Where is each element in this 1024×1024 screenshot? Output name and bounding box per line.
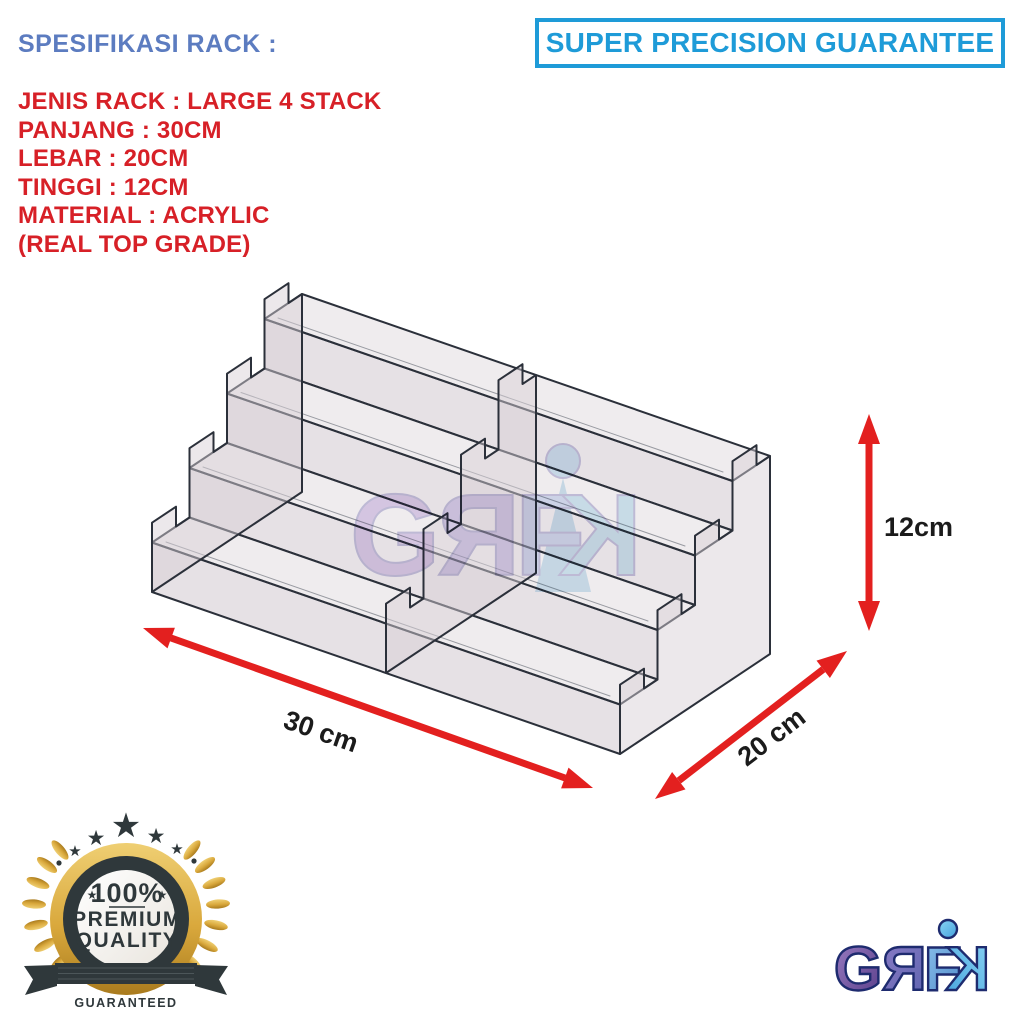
logo-letter-f: F bbox=[924, 935, 962, 1004]
right-side-panel bbox=[619, 444, 771, 755]
premium-quality-badge: ★ ★ ★ ★ ★ ★ 100% bbox=[22, 807, 230, 1010]
badge-inner-circle bbox=[77, 870, 175, 968]
spec-list: JENIS RACK : LARGE 4 STACK PANJANG : 30C… bbox=[18, 88, 381, 259]
star-icon: ★ bbox=[87, 827, 106, 850]
height-label: 12cm bbox=[884, 512, 953, 542]
star-icon: ★ bbox=[147, 825, 166, 848]
depth-arrowhead-bottom bbox=[655, 772, 686, 799]
ribbon-tail-left bbox=[24, 965, 57, 995]
watermark-logo: G Я F K bbox=[349, 443, 643, 601]
depth-arrowhead-top bbox=[816, 651, 847, 678]
laurel-left-branch bbox=[22, 840, 69, 973]
watermark-letter-r: Я bbox=[437, 470, 520, 600]
logo-i-dot bbox=[937, 918, 959, 940]
star-icon: ★ bbox=[111, 807, 141, 845]
watermark-person-head-dot bbox=[545, 443, 581, 479]
left-side-panel bbox=[151, 282, 303, 593]
star-dot bbox=[56, 860, 62, 866]
badge-guaranteed: GUARANTEED bbox=[74, 996, 177, 1010]
depth-arrow-shaft bbox=[676, 666, 826, 784]
length-arrowhead-right bbox=[561, 767, 593, 789]
watermark-letter-g: G bbox=[350, 470, 440, 600]
badge-star-arc: ★ ★ ★ ★ ★ bbox=[56, 807, 197, 866]
badge-percent: 100% bbox=[90, 878, 163, 908]
page-title: SPESIFIKASI RACK : bbox=[18, 30, 278, 58]
badge-ribbon bbox=[24, 963, 228, 995]
guarantee-banner: SUPER PRECISION GUARANTEE bbox=[535, 18, 1005, 68]
spec-line-material: MATERIAL : ACRYLIC bbox=[18, 202, 270, 229]
length-label: 30 cm bbox=[280, 705, 362, 759]
spec-line-lebar: LEBAR : 20CM bbox=[18, 145, 189, 172]
spec-line-grade: (REAL TOP GRADE) bbox=[18, 230, 251, 258]
badge-star-left: ★ bbox=[87, 888, 98, 902]
length-arrowhead-left bbox=[143, 627, 175, 649]
length-arrow-shaft bbox=[169, 634, 567, 782]
logo-letter-g: G bbox=[834, 935, 882, 1004]
logo-letter-r: Я bbox=[882, 935, 927, 1004]
dimension-arrows bbox=[143, 414, 880, 799]
spec-line-jenis: JENIS RACK : LARGE 4 STACK bbox=[18, 88, 382, 115]
star-dot bbox=[191, 858, 197, 864]
badge-quality: QUALITY bbox=[76, 929, 179, 952]
height-arrowhead-top bbox=[858, 414, 880, 444]
rack-drawing bbox=[151, 282, 771, 755]
badge-premium: PREMIUM bbox=[72, 908, 182, 931]
height-arrowhead-bottom bbox=[858, 601, 880, 631]
badge-star-right: ★ bbox=[157, 888, 168, 902]
watermark-letter-f: F bbox=[515, 470, 586, 600]
brand-logo: G Я F K bbox=[833, 918, 991, 1005]
guarantee-label: SUPER PRECISION GUARANTEE bbox=[545, 27, 995, 58]
star-icon: ★ bbox=[170, 841, 183, 858]
shelf-edge-lines bbox=[165, 317, 724, 697]
watermark-letter-k: K bbox=[558, 470, 642, 600]
spec-line-tinggi: TINGGI : 12CM bbox=[18, 173, 189, 201]
middle-divider-panel bbox=[385, 363, 537, 674]
spec-line-panjang: PANJANG : 30CM bbox=[18, 116, 222, 144]
ribbon-tail-right bbox=[195, 965, 228, 995]
logo-letter-k: K bbox=[945, 935, 990, 1004]
star-icon: ★ bbox=[68, 843, 81, 860]
watermark-person-body bbox=[535, 478, 591, 592]
